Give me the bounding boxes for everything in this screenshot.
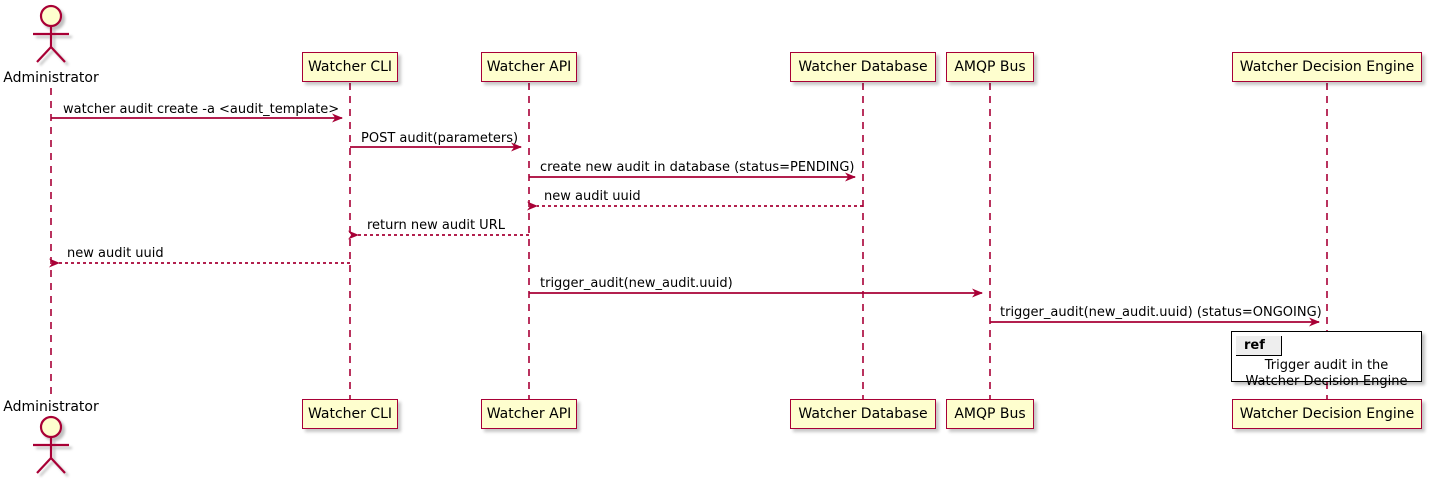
message-label-6: new audit uuid	[67, 246, 164, 261]
actor-label-administrator-bottom: Administrator	[0, 399, 102, 415]
ref-fragment-line-2: Watcher Decision Engine	[1245, 374, 1408, 390]
participant-label: Watcher CLI	[307, 406, 393, 422]
actor-figure-administrator-bottom	[33, 415, 69, 474]
participant-label: AMQP Bus	[954, 59, 1026, 75]
participant-label: Watcher Decision Engine	[1239, 59, 1415, 75]
message-arrows-group	[49, 113, 1320, 327]
ref-fragment[interactable]: ref Trigger audit in the Watcher Decisio…	[1231, 331, 1422, 389]
participant-label: Watcher API	[486, 59, 572, 75]
participant-label: Watcher Decision Engine	[1239, 406, 1415, 422]
participant-box-watcher-api-top[interactable]: Watcher API	[481, 52, 577, 82]
actor-name: Administrator	[3, 399, 99, 415]
actor-name: Administrator	[3, 70, 99, 86]
participant-label: AMQP Bus	[954, 406, 1026, 422]
participant-box-watcher-cli-bottom[interactable]: Watcher CLI	[302, 399, 398, 429]
lifelines-group	[50, 83, 1328, 400]
message-label-2: POST audit(parameters)	[361, 131, 519, 146]
actor-label-administrator-top: Administrator	[0, 70, 102, 86]
message-label-4: new audit uuid	[544, 189, 641, 204]
ref-fragment-line-1: Trigger audit in the	[1264, 358, 1389, 373]
ref-fragment-text: Trigger audit in the Watcher Decision En…	[1232, 358, 1421, 391]
ref-fragment-keyword-tab: ref	[1236, 336, 1282, 356]
message-label-8: trigger_audit(new_audit.uuid) (status=ON…	[1000, 305, 1322, 320]
message-label-3: create new audit in database (status=PEN…	[540, 160, 855, 175]
participant-label: Watcher API	[486, 406, 572, 422]
participant-box-watcher-decision-engine-top[interactable]: Watcher Decision Engine	[1232, 52, 1422, 82]
participant-box-watcher-cli-top[interactable]: Watcher CLI	[302, 52, 398, 82]
message-label-5: return new audit URL	[367, 218, 505, 233]
participant-box-amqp-bus-bottom[interactable]: AMQP Bus	[946, 399, 1034, 429]
participant-box-watcher-decision-engine-bottom[interactable]: Watcher Decision Engine	[1232, 399, 1422, 429]
message-label-1: watcher audit create -a <audit_template>	[63, 102, 340, 117]
participant-label: Watcher CLI	[307, 59, 393, 75]
participant-label: Watcher Database	[798, 59, 928, 75]
participant-box-watcher-database-top[interactable]: Watcher Database	[790, 52, 936, 82]
actor-figure-administrator-top	[33, 4, 69, 63]
message-label-7: trigger_audit(new_audit.uuid)	[540, 276, 733, 291]
participant-box-amqp-bus-top[interactable]: AMQP Bus	[946, 52, 1034, 82]
participant-box-watcher-database-bottom[interactable]: Watcher Database	[790, 399, 936, 429]
participant-box-watcher-api-bottom[interactable]: Watcher API	[481, 399, 577, 429]
participant-label: Watcher Database	[798, 406, 928, 422]
